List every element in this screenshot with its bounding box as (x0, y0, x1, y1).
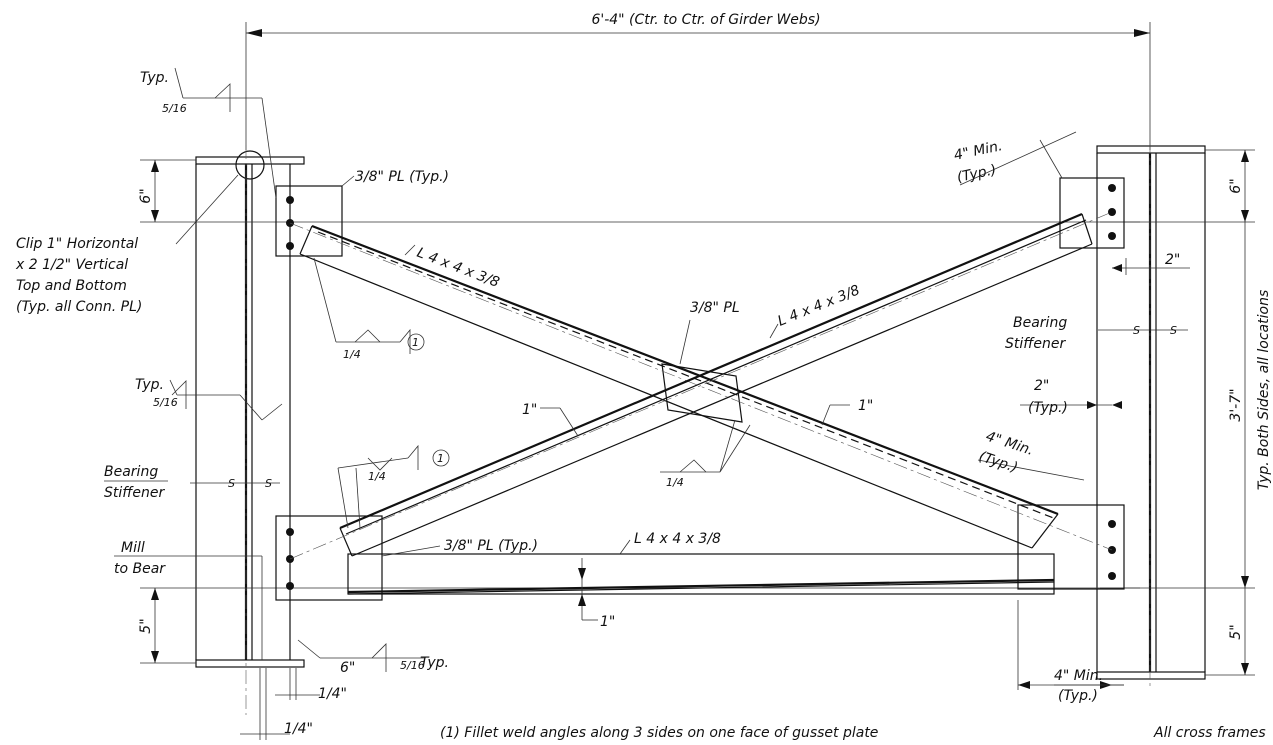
svg-text:1/4": 1/4" (284, 721, 313, 737)
plate-center (661, 363, 743, 423)
note-all-cross-frames: All cross frames (1153, 725, 1266, 740)
right-labels: Bearing Stiffener (1005, 315, 1067, 352)
svg-text:1": 1" (600, 614, 615, 630)
svg-text:3/8" PL: 3/8" PL (690, 300, 740, 316)
plate-labels: 3/8" PL (Typ.) 3/8" PL 3/8" PL (Typ.) (341, 169, 740, 557)
svg-text:3/8" PL (Typ.): 3/8" PL (Typ.) (355, 169, 449, 185)
svg-text:Typ. Both Sides, all locations: Typ. Both Sides, all locations (1256, 290, 1272, 491)
svg-text:2": 2" (1034, 378, 1049, 394)
svg-text:Stiffener: Stiffener (104, 485, 165, 501)
overall-width-dimension: 6'-4" (Ctr. to Ctr. of Girder Webs) (245, 12, 1151, 150)
fillet-weld-symbol-c: 1/4 (660, 419, 751, 489)
svg-text:6": 6" (1228, 178, 1244, 193)
weld-symbol-top: Typ. 5/16 (140, 67, 277, 199)
svg-text:Typ.: Typ. (135, 377, 164, 393)
plate-bottom-left (275, 515, 383, 601)
svg-text:1: 1 (412, 336, 419, 349)
svg-text:Top and Bottom: Top and Bottom (16, 278, 127, 294)
svg-text:S: S (1170, 324, 1177, 337)
svg-text:Typ.: Typ. (420, 655, 449, 671)
svg-text:1": 1" (858, 398, 873, 414)
weld-symbol-bottom: Typ. 5/16 6" (297, 639, 449, 676)
svg-text:6": 6" (138, 188, 154, 203)
note-fillet-weld: (1) Fillet weld angles along 3 sides on … (440, 725, 878, 740)
svg-text:4" Min.: 4" Min. (953, 138, 1004, 164)
svg-text:2": 2" (1165, 252, 1180, 268)
plate-top-right (1059, 177, 1125, 249)
svg-text:3/8" PL (Typ.): 3/8" PL (Typ.) (444, 538, 538, 554)
svg-text:(Typ. all Conn. PL): (Typ. all Conn. PL) (16, 299, 142, 315)
svg-text:5/16: 5/16 (162, 102, 187, 115)
svg-text:Clip 1" Horizontal: Clip 1" Horizontal (16, 236, 138, 252)
notes: (1) Fillet weld angles along 3 sides on … (440, 725, 1266, 741)
svg-text:L 4 x 4 x 3/8: L 4 x 4 x 3/8 (634, 531, 721, 547)
gusset-plates (275, 177, 1125, 601)
svg-text:5": 5" (138, 618, 154, 633)
bottom-angle (347, 553, 1055, 595)
svg-text:5/16: 5/16 (153, 396, 178, 409)
weld-symbol-mid: Typ. 5/16 (135, 377, 283, 421)
bolts (286, 184, 1116, 590)
left-labels: Clip 1" Horizontal x 2 1/2" Vertical Top… (15, 174, 263, 660)
svg-text:L 4 x 4 x 3/8: L 4 x 4 x 3/8 (776, 282, 863, 329)
svg-text:Bearing: Bearing (104, 464, 158, 480)
svg-text:4" Min.: 4" Min. (1054, 668, 1103, 684)
diagonal-angle-a (289, 222, 1113, 551)
bottom-quarter-dimensions: 1/4" 1/4" (240, 668, 347, 740)
plate-bottom-right (1017, 504, 1125, 590)
fillet-weld-symbol-b: 1 1/4 (337, 444, 450, 529)
bearing-stiffener-marks: S S S S (190, 324, 1188, 490)
fillet-weld-symbol-a: 1 1/4 (313, 257, 425, 361)
svg-text:3'-7": 3'-7" (1228, 388, 1244, 421)
plate-top-left (275, 185, 343, 257)
svg-text:1/4: 1/4 (368, 470, 386, 483)
svg-text:(Typ.): (Typ.) (956, 162, 998, 186)
svg-text:Mill: Mill (121, 540, 145, 556)
svg-text:S: S (265, 477, 272, 490)
svg-text:1/4: 1/4 (666, 476, 684, 489)
svg-text:1/4": 1/4" (318, 686, 347, 702)
svg-text:5/16: 5/16 (400, 659, 425, 672)
svg-text:to Bear: to Bear (114, 561, 166, 577)
offset-1-dimensions: 1" 1" 1" (522, 398, 873, 630)
svg-text:(Typ.): (Typ.) (1028, 400, 1068, 416)
edge-dimensions: 2" 2" (Typ.) (1020, 252, 1190, 416)
svg-text:6": 6" (340, 660, 355, 676)
svg-text:Typ.: Typ. (140, 70, 169, 86)
svg-text:x 2 1/2" Vertical: x 2 1/2" Vertical (15, 257, 128, 273)
diagonal-angle-b (289, 211, 1113, 560)
right-girder (1096, 140, 1206, 690)
overall-width-text: 6'-4" (Ctr. to Ctr. of Girder Webs) (591, 12, 820, 28)
svg-text:S: S (1133, 324, 1140, 337)
angle-labels: L 4 x 4 x 3/8 L 4 x 4 x 3/8 L 4 x 4 x 3/… (404, 244, 863, 555)
svg-text:Bearing: Bearing (1013, 315, 1067, 331)
right-vertical-dimensions: 6" 3'-7" 5" Typ. Both Sides, all locatio… (1205, 149, 1272, 676)
svg-text:(Typ.): (Typ.) (1058, 688, 1098, 704)
svg-text:1: 1 (437, 452, 444, 465)
svg-text:1/4: 1/4 (343, 348, 361, 361)
left-girder (195, 145, 305, 715)
left-vertical-dimensions: 6" 5" (138, 159, 196, 664)
svg-text:Stiffener: Stiffener (1005, 336, 1066, 352)
svg-text:S: S (228, 477, 235, 490)
svg-text:L 4 x 4 x 3/8: L 4 x 4 x 3/8 (415, 245, 502, 291)
svg-text:1": 1" (522, 402, 537, 418)
svg-text:5": 5" (1228, 624, 1244, 639)
